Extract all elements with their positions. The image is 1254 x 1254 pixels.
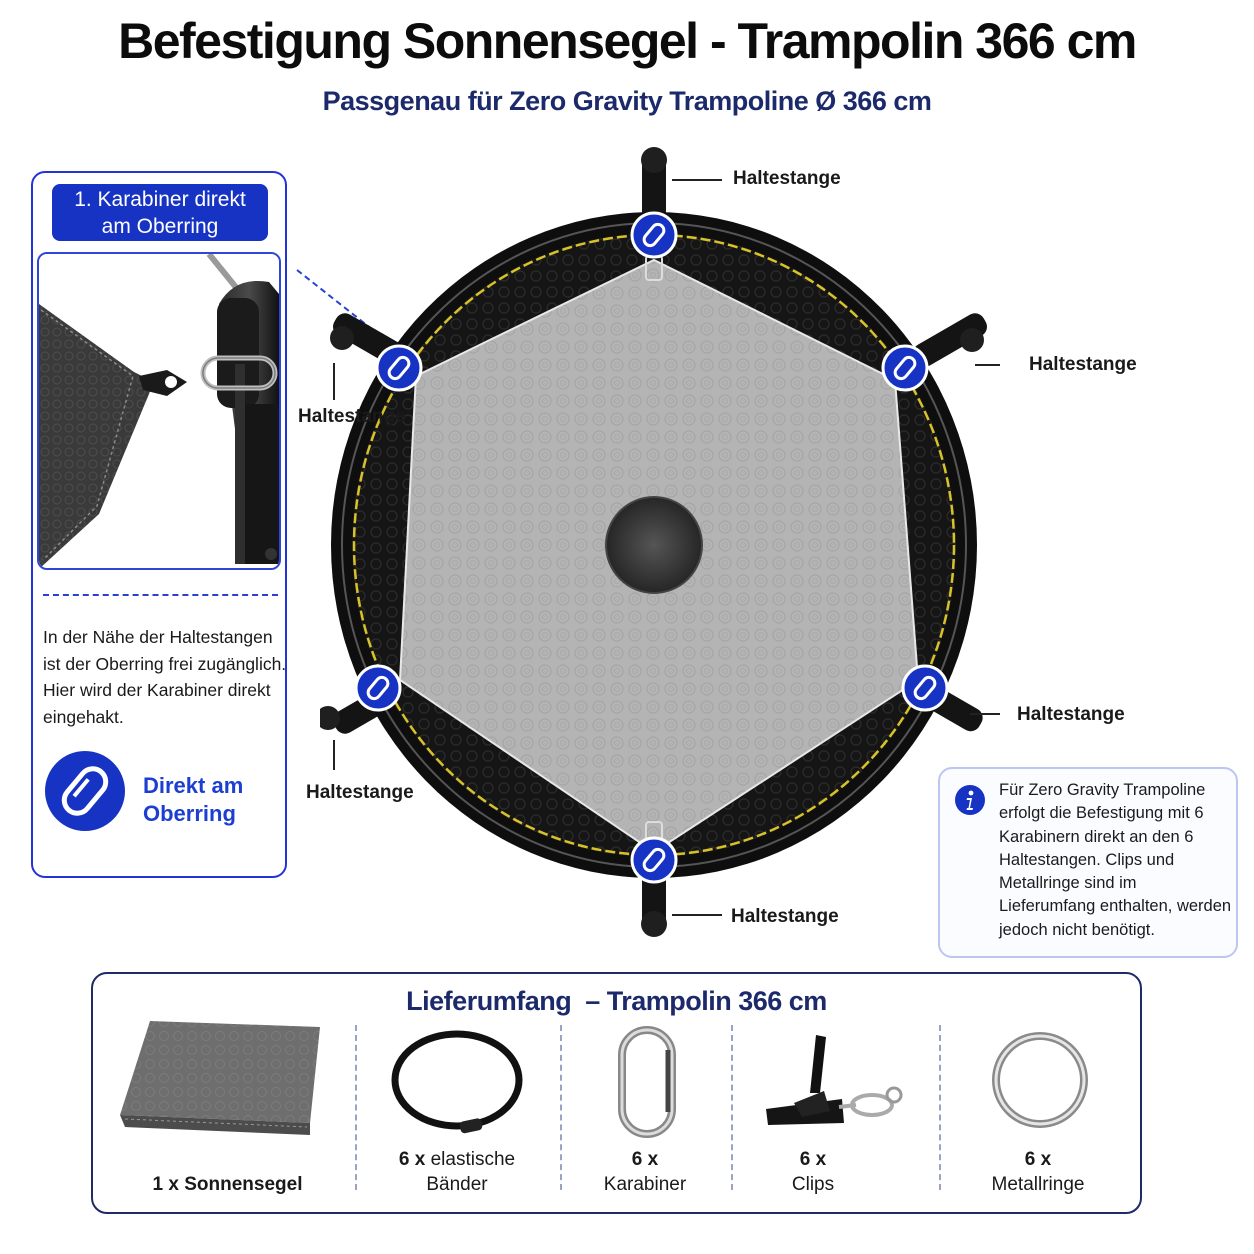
delivery-item-name: Metallringe — [991, 1174, 1085, 1195]
step-badge-line1: 1. Karabiner direkt — [74, 188, 246, 211]
elastic-band-image — [391, 1030, 523, 1134]
step-badge-line2: am Oberring — [101, 215, 219, 238]
info-box — [938, 767, 1238, 958]
pole-label-right-bottom: Haltestange — [1017, 704, 1125, 725]
pole-label-bottom: Haltestange — [731, 906, 839, 927]
delivery-item-name-line2: Bänder — [426, 1174, 488, 1195]
carabiner-icon — [44, 750, 126, 832]
direct-attach-line1: Direkt am — [143, 773, 244, 798]
delivery-item-name: Karabiner — [603, 1174, 687, 1195]
delivery-item-qty: 6 x — [631, 1149, 659, 1170]
carabiner-markers — [354, 211, 949, 884]
delivery-title: Lieferumfang – Trampolin 366 cm — [406, 986, 827, 1016]
delivery-item-name: Clips — [791, 1174, 835, 1195]
carabiner-marker-bottom — [630, 836, 678, 884]
page-title: Befestigung Sonnensegel - Trampolin 366 … — [118, 13, 1137, 69]
delivery-item-qty: 6 x — [799, 1149, 827, 1170]
carabiner-closeup-illustration — [39, 254, 279, 568]
delivery-separator — [939, 1025, 941, 1190]
folded-sail-image — [120, 1021, 320, 1135]
pole-label-right-top: Haltestange — [1029, 354, 1137, 375]
carabiner-marker-top — [630, 211, 678, 259]
delivery-separator — [560, 1025, 562, 1190]
delivery-item-qty: 6 x — [1024, 1149, 1052, 1170]
delivery-item-name: Sonnensegel — [184, 1174, 303, 1195]
delivery-item-sail: 1 x Sonnensegel — [120, 1172, 335, 1197]
carabiner-image — [618, 1026, 676, 1138]
delivery-item-qty: 6 x — [398, 1149, 426, 1170]
delivery-item-qty: 1 x — [152, 1174, 179, 1195]
delivery-item-rings: 6 x Metallringe — [960, 1147, 1116, 1197]
pole-label-left-bottom: Haltestange — [306, 782, 414, 803]
carabiner-marker-right-bottom — [901, 664, 949, 712]
trampoline-diagram — [320, 147, 1000, 937]
info-text: Für Zero Gravity Trampoline erfolgt die … — [999, 781, 1232, 939]
step-badge: 1. Karabiner direkt am Oberring — [52, 184, 268, 241]
delivery-item-carabiner: 6 x Karabiner — [570, 1147, 720, 1197]
attachment-description: In der Nähe der Haltestangen ist der Obe… — [43, 627, 287, 727]
panel-divider — [43, 594, 278, 596]
delivery-separator — [731, 1025, 733, 1190]
clip-image — [766, 1035, 903, 1125]
carabiner-marker-left-top — [375, 344, 423, 392]
delivery-item-bands: 6 x elastische Bänder — [372, 1147, 542, 1197]
delivery-item-clips: 6 x Clips — [740, 1147, 886, 1197]
carabiner-marker-left-bottom — [354, 664, 402, 712]
delivery-separator — [355, 1025, 357, 1190]
pole-label-left-top: Haltestange — [298, 406, 406, 427]
pole-right-top — [913, 313, 987, 367]
direct-attach-label: Direkt am Oberring — [143, 772, 283, 828]
pole-label-top: Haltestange — [733, 168, 841, 189]
direct-attach-line2: Oberring — [143, 801, 236, 826]
metal-ring-image — [992, 1032, 1088, 1128]
sail-center-mesh — [605, 496, 703, 594]
delivery-item-name: elastische — [430, 1149, 516, 1170]
carabiner-detail-image — [37, 252, 281, 570]
info-icon — [954, 784, 986, 816]
carabiner-marker-right-top — [881, 344, 929, 392]
page-subtitle: Passgenau für Zero Gravity Trampoline Ø … — [322, 86, 932, 116]
